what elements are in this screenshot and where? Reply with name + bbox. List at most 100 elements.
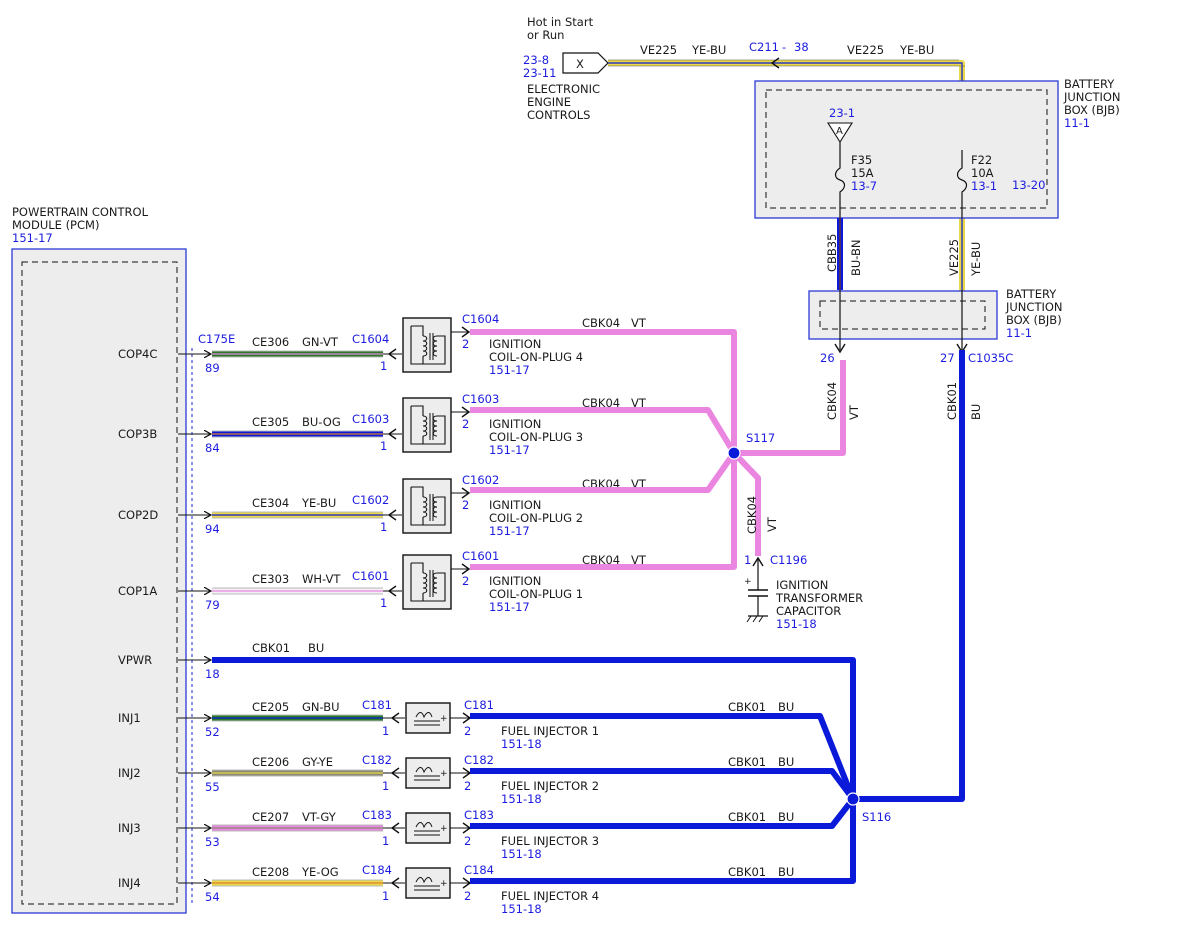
vpwr-color: BU bbox=[308, 641, 324, 655]
vpwr-circuit: CBK01 bbox=[252, 641, 290, 655]
bjb-top-label-2: JUNCTION bbox=[1063, 90, 1121, 104]
eec-label-2: ENGINE bbox=[527, 95, 571, 109]
coil-in-color: GN-VT bbox=[302, 335, 339, 349]
f35-symbol: A bbox=[836, 126, 843, 137]
s117-splice bbox=[727, 446, 741, 460]
coil-in-connector: C1604 bbox=[352, 332, 389, 346]
coil-in-pin: 1 bbox=[380, 596, 387, 610]
s116-splice bbox=[846, 792, 860, 806]
injector-out-color: BU bbox=[778, 755, 794, 769]
injector-in-circuit: CE206 bbox=[252, 755, 289, 769]
injector-label: FUEL INJECTOR 4 bbox=[501, 889, 599, 903]
c211-pin: 38 bbox=[794, 40, 809, 54]
cbb35-circuit: CBB35 bbox=[825, 234, 839, 272]
injector-out-color: BU bbox=[778, 810, 794, 824]
pcm-pin-number: 52 bbox=[205, 725, 220, 739]
s117-label: S117 bbox=[746, 431, 775, 445]
bjb-mid-inner bbox=[819, 300, 986, 330]
injector-in-pin: 1 bbox=[382, 779, 389, 793]
svg-text:+: + bbox=[440, 824, 448, 834]
injector-label: FUEL INJECTOR 3 bbox=[501, 834, 599, 848]
coil-out-circuit: CBK04 bbox=[582, 316, 620, 330]
coil-label-2: COIL-ON-PLUG 3 bbox=[489, 430, 583, 444]
fuel-injector-icon: + bbox=[405, 812, 451, 844]
coil-label-1: IGNITION bbox=[489, 574, 541, 588]
c211-arrow bbox=[770, 57, 780, 69]
ignition-coil-icon bbox=[402, 397, 452, 453]
pcm-pin-number: 53 bbox=[205, 835, 220, 849]
cbk04-down-color: VT bbox=[847, 404, 861, 420]
coil-out-color: VT bbox=[631, 316, 647, 330]
pcm-pin-number: 55 bbox=[205, 780, 220, 794]
pcm-pin-number: 79 bbox=[205, 598, 220, 612]
coil-in-circuit: CE306 bbox=[252, 335, 289, 349]
bjb-mid-ref: 11-1 bbox=[1006, 326, 1032, 340]
injector-in-connector: C181 bbox=[362, 698, 392, 712]
coil-out-circuit: CBK04 bbox=[582, 396, 620, 410]
coil-out-color: VT bbox=[631, 553, 647, 567]
cbk01-down-color: BU bbox=[969, 404, 983, 420]
bjb-mid-label-2: JUNCTION bbox=[1005, 300, 1063, 314]
pcm-module-inner bbox=[21, 261, 178, 905]
f22-fuse-icon bbox=[956, 150, 968, 218]
f35-fuse-icon bbox=[834, 142, 846, 218]
coil-label-2: COIL-ON-PLUG 1 bbox=[489, 587, 583, 601]
coil-ref: 151-17 bbox=[489, 524, 530, 538]
injector-out-circuit: CBK01 bbox=[728, 865, 766, 879]
fuel-injector-icon: + bbox=[405, 757, 451, 789]
injector-in-circuit: CE207 bbox=[252, 810, 289, 824]
coil-ref: 151-17 bbox=[489, 443, 530, 457]
top-left-color: YE-BU bbox=[691, 43, 726, 57]
injector-in-color: YE-OG bbox=[301, 865, 339, 879]
svg-text:+: + bbox=[440, 714, 448, 724]
pin26-arrow bbox=[834, 343, 846, 354]
wire-ve225-top bbox=[608, 59, 965, 338]
coil-in-color: YE-BU bbox=[301, 496, 336, 510]
c175e-label: C175E bbox=[198, 332, 235, 346]
injector-label: FUEL INJECTOR 2 bbox=[501, 779, 599, 793]
pin-27: 27 bbox=[940, 351, 955, 365]
coil-out-connector: C1603 bbox=[462, 392, 499, 406]
injector-out-connector: C183 bbox=[464, 808, 494, 822]
coil-ref: 151-17 bbox=[489, 363, 530, 377]
ve225-down-circuit: VE225 bbox=[947, 239, 961, 276]
coil-label-1: IGNITION bbox=[489, 417, 541, 431]
coil-label-2: COIL-ON-PLUG 4 bbox=[489, 350, 583, 364]
svg-text:+: + bbox=[440, 769, 448, 779]
pcm-pin-name: INJ1 bbox=[118, 711, 141, 725]
capacitor-icon: + bbox=[744, 556, 768, 623]
eec-label-1: ELECTRONIC bbox=[527, 82, 600, 96]
injector-in-circuit: CE205 bbox=[252, 700, 289, 714]
f35-rating: 15A bbox=[851, 166, 874, 180]
coil-in-connector: C1601 bbox=[352, 569, 389, 583]
eec-connector-symbol bbox=[562, 52, 609, 74]
pcm-pin-name: COP2D bbox=[118, 508, 158, 522]
injector-in-circuit: CE208 bbox=[252, 865, 289, 879]
cbk04-down-circuit: CBK04 bbox=[825, 382, 839, 420]
injector-out-pin: 2 bbox=[464, 779, 471, 793]
pin-26: 26 bbox=[820, 351, 835, 365]
ignition-coil-icon bbox=[402, 554, 452, 610]
injector-out-pin: 2 bbox=[464, 889, 471, 903]
cbk01-down-circuit: CBK01 bbox=[945, 382, 959, 420]
injector-in-connector: C182 bbox=[362, 753, 392, 767]
bjb-top-ref: 11-1 bbox=[1064, 116, 1090, 130]
coil-label-2: COIL-ON-PLUG 2 bbox=[489, 511, 583, 525]
injector-in-color: GY-YE bbox=[302, 755, 333, 769]
eec-ref-1: 23-8 bbox=[523, 53, 549, 67]
injector-in-pin: 1 bbox=[382, 834, 389, 848]
injector-out-pin: 2 bbox=[464, 724, 471, 738]
injector-in-connector: C184 bbox=[362, 863, 392, 877]
cap-label-2: TRANSFORMER bbox=[775, 591, 863, 605]
